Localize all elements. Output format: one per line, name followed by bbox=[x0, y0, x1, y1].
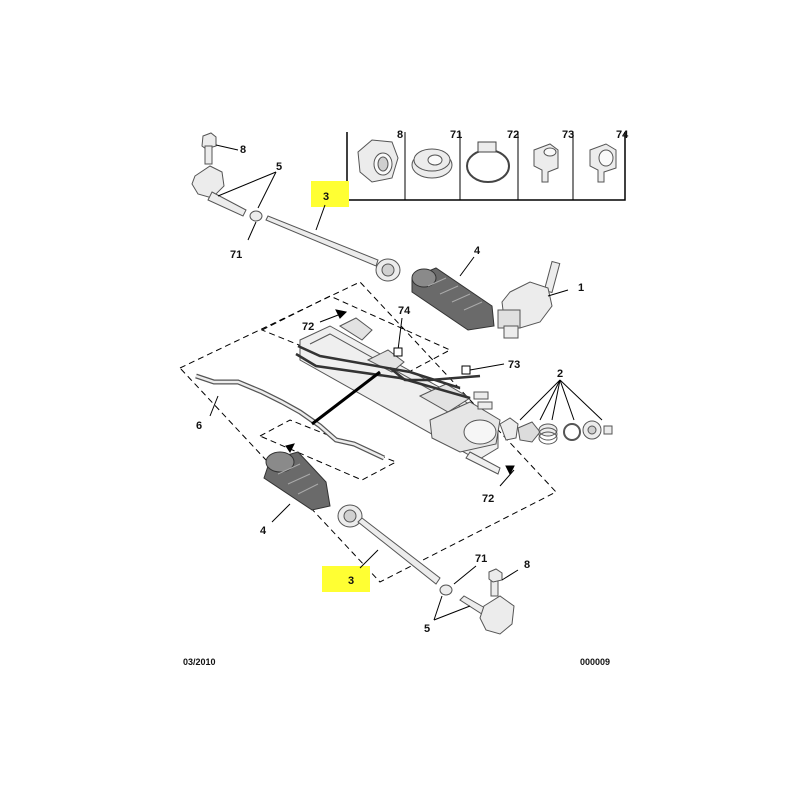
steering-tube-inner bbox=[195, 374, 385, 460]
callout-3-top: 3 bbox=[323, 191, 329, 203]
callout-71-bottom: 71 bbox=[475, 553, 487, 565]
tie-rod-end-top bbox=[191, 132, 263, 222]
inset-parts-panel: 8 71 72 73 74 bbox=[346, 129, 629, 201]
inset-label-72: 72 bbox=[507, 129, 519, 141]
callout-2: 2 bbox=[557, 368, 563, 380]
callout-74: 74 bbox=[398, 305, 411, 317]
inset-clamp-icon bbox=[466, 141, 510, 183]
bellows-boot-bottom bbox=[263, 451, 331, 511]
callout-8-top: 8 bbox=[240, 144, 246, 156]
inset-clip-ring-icon bbox=[589, 143, 617, 183]
highlight-part-3-bottom bbox=[322, 566, 370, 592]
leader-lines bbox=[209, 144, 603, 621]
callout-73: 73 bbox=[508, 359, 520, 371]
callout-8-bottom: 8 bbox=[524, 559, 530, 571]
yoke-components bbox=[499, 417, 613, 445]
footer-date: 03/2010 bbox=[183, 657, 216, 667]
tie-rod-end-bottom bbox=[439, 568, 515, 635]
rack-housing bbox=[299, 317, 501, 475]
callout-labels: 8 5 3 71 4 1 74 72 73 2 6 72 4 3 71 8 5 bbox=[196, 144, 584, 635]
callout-6: 6 bbox=[196, 420, 202, 432]
inset-label-8: 8 bbox=[397, 129, 403, 141]
inner-tie-rod-bottom bbox=[337, 504, 441, 585]
callout-72-top: 72 bbox=[302, 321, 314, 333]
callout-4-top: 4 bbox=[474, 245, 481, 257]
callout-3-bottom: 3 bbox=[348, 575, 354, 587]
fittings-right bbox=[473, 391, 493, 410]
callout-72-bottom: 72 bbox=[482, 493, 494, 505]
hydraulic-pipes bbox=[295, 344, 481, 400]
inset-nut-icon bbox=[357, 139, 399, 183]
callout-71-top: 71 bbox=[230, 249, 242, 261]
inset-clip-icon bbox=[533, 143, 559, 183]
inset-label-71: 71 bbox=[450, 129, 462, 141]
inset-label-73: 73 bbox=[562, 129, 574, 141]
callout-5-top: 5 bbox=[276, 161, 282, 173]
highlight-part-3-top bbox=[311, 181, 349, 207]
footer-reference: 000009 bbox=[580, 657, 611, 667]
inset-label-74: 74 bbox=[616, 129, 629, 141]
callout-5-bottom: 5 bbox=[424, 623, 430, 635]
callout-1: 1 bbox=[578, 282, 584, 294]
pinion-valve-housing bbox=[497, 260, 561, 339]
callout-markers bbox=[285, 309, 515, 476]
callout-4-bottom: 4 bbox=[260, 525, 267, 537]
bellows-boot-top bbox=[411, 267, 495, 331]
inset-washer-icon bbox=[411, 148, 453, 179]
spring-icon bbox=[538, 423, 558, 445]
inner-tie-rod-top bbox=[265, 215, 401, 282]
